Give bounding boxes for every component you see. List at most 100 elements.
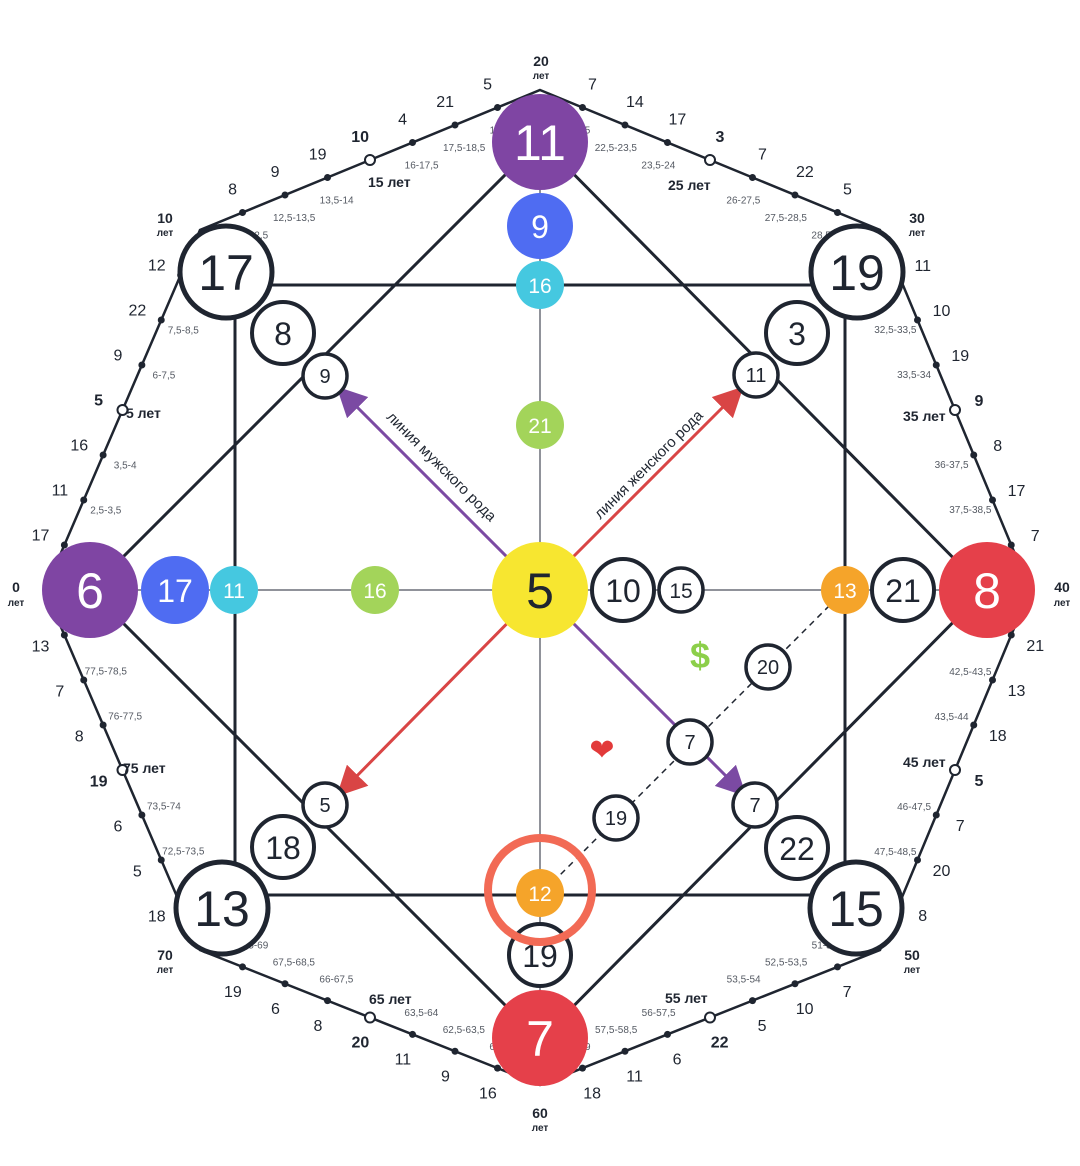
svg-text:10: 10 (605, 573, 641, 609)
age-range-label: 67,5-68,5 (273, 957, 316, 968)
svg-text:13: 13 (194, 881, 250, 937)
svg-text:17: 17 (157, 573, 193, 609)
age-10: 10 лет (157, 210, 174, 239)
age-midpoint-marker (704, 154, 716, 166)
svg-text:лет: лет (157, 965, 174, 976)
age-energy-number: 9 (114, 348, 123, 365)
svg-text:11: 11 (746, 365, 767, 387)
age-tick (157, 856, 165, 864)
svg-text:9: 9 (531, 209, 549, 245)
svg-text:50: 50 (904, 947, 920, 963)
svg-text:12: 12 (528, 883, 551, 906)
age-tick (451, 121, 459, 129)
node-top-inner3: 21 (516, 401, 564, 449)
node-bl-big: 13 (173, 859, 271, 957)
age-midpoint-number: 9 (975, 393, 984, 410)
age-energy-number: 8 (993, 438, 1002, 455)
node-left-inner2: 11 (210, 566, 258, 614)
age-energy-number: 11 (626, 1068, 643, 1085)
age-30: 30 лет (909, 210, 926, 239)
age-range-label: 16-17,5 (405, 161, 439, 172)
svg-text:20: 20 (757, 657, 779, 679)
age-tick (932, 811, 940, 819)
age-50: 50 лет (904, 947, 921, 976)
age-tick (914, 316, 921, 324)
age-tick (281, 980, 289, 988)
node-left-inner3: 16 (351, 566, 399, 614)
age-60: 60 лет (532, 1105, 549, 1134)
age-5: 5 лет (126, 405, 161, 421)
age-range-label: 26-27,5 (726, 196, 760, 207)
age-tick (138, 811, 146, 819)
svg-text:21: 21 (528, 415, 551, 438)
age-range-label: 6-7,5 (153, 370, 176, 381)
age-energy-number: 17 (1008, 483, 1026, 500)
age-range-label: 7,5-8,5 (168, 325, 200, 336)
node-tr-small: 11 (732, 351, 780, 399)
age-energy-number: 19 (224, 984, 242, 1001)
age-energy-number: 7 (758, 146, 767, 163)
node-br-big: 15 (807, 859, 905, 957)
age-tick (791, 980, 799, 988)
age-range-label: 42,5-43,5 (949, 667, 992, 678)
age-energy-number: 18 (583, 1085, 601, 1102)
svg-text:7: 7 (526, 1011, 554, 1067)
age-energy-number: 6 (271, 1001, 280, 1018)
svg-text:9: 9 (319, 366, 330, 388)
age-tick (749, 174, 756, 181)
age-tick (324, 997, 331, 1005)
age-range-label: 27,5-28,5 (765, 213, 808, 224)
age-midpoint-number: 20 (352, 1035, 370, 1052)
node-br-mid: 22 (764, 815, 830, 881)
age-energy-number: 10 (796, 1001, 814, 1018)
age-energy-number: 22 (128, 303, 146, 320)
age-energy-number: 22 (796, 164, 814, 181)
age-range-label: 72,5-73,5 (162, 847, 205, 858)
age-energy-number: 5 (483, 76, 492, 93)
age-range-label: 3,5-4 (114, 460, 137, 471)
age-midpoint-marker (116, 404, 129, 416)
age-energy-number: 13 (1008, 683, 1026, 700)
age-energy-number: 10 (933, 303, 951, 320)
node-tr-big: 19 (808, 223, 906, 321)
svg-text:21: 21 (885, 573, 921, 609)
male-line-label: линия мужского рода (383, 408, 500, 525)
age-energy-number: 14 (626, 94, 644, 111)
svg-text:22: 22 (779, 831, 815, 867)
age-tick (834, 963, 841, 971)
age-energy-number: 7 (1031, 528, 1040, 545)
age-range-label: 76-77,5 (108, 712, 142, 723)
age-55: 55 лет (665, 990, 708, 1006)
age-0: 0 лет (8, 579, 25, 609)
age-tick (99, 451, 107, 459)
age-energy-number: 11 (395, 1052, 412, 1069)
node-tl-big: 17 (177, 223, 275, 321)
age-tick (621, 1047, 629, 1055)
svg-text:6: 6 (76, 563, 104, 619)
node-left-inner: 17 (141, 556, 209, 624)
svg-text:13: 13 (833, 580, 856, 603)
age-tick (914, 856, 921, 864)
age-midpoint-number: 10 (351, 129, 369, 146)
age-energy-number: 7 (843, 984, 852, 1001)
node-center-right2: 15 (657, 566, 705, 614)
age-tick (324, 174, 331, 181)
age-25: 25 лет (668, 177, 711, 193)
svg-text:11: 11 (223, 580, 245, 603)
age-energy-number: 13 (32, 638, 50, 655)
age-range-label: 36-37,5 (935, 460, 969, 471)
node-right-inner: 21 (870, 557, 936, 623)
age-midpoint-marker (704, 1011, 716, 1024)
svg-text:0: 0 (12, 579, 20, 595)
age-tick (970, 721, 978, 729)
node-bottom-inner2-highlight: 12 (484, 834, 596, 946)
age-range-label: 73,5-74 (147, 802, 181, 813)
age-tick (409, 139, 416, 146)
age-range-label: 43,5-44 (935, 712, 969, 723)
svg-text:7: 7 (684, 732, 695, 754)
age-range-label: 23,5-24 (641, 161, 675, 172)
female-line-label: линия женского рода (591, 407, 707, 523)
svg-text:лет: лет (532, 1123, 549, 1134)
node-love-1: 20 (744, 643, 792, 691)
